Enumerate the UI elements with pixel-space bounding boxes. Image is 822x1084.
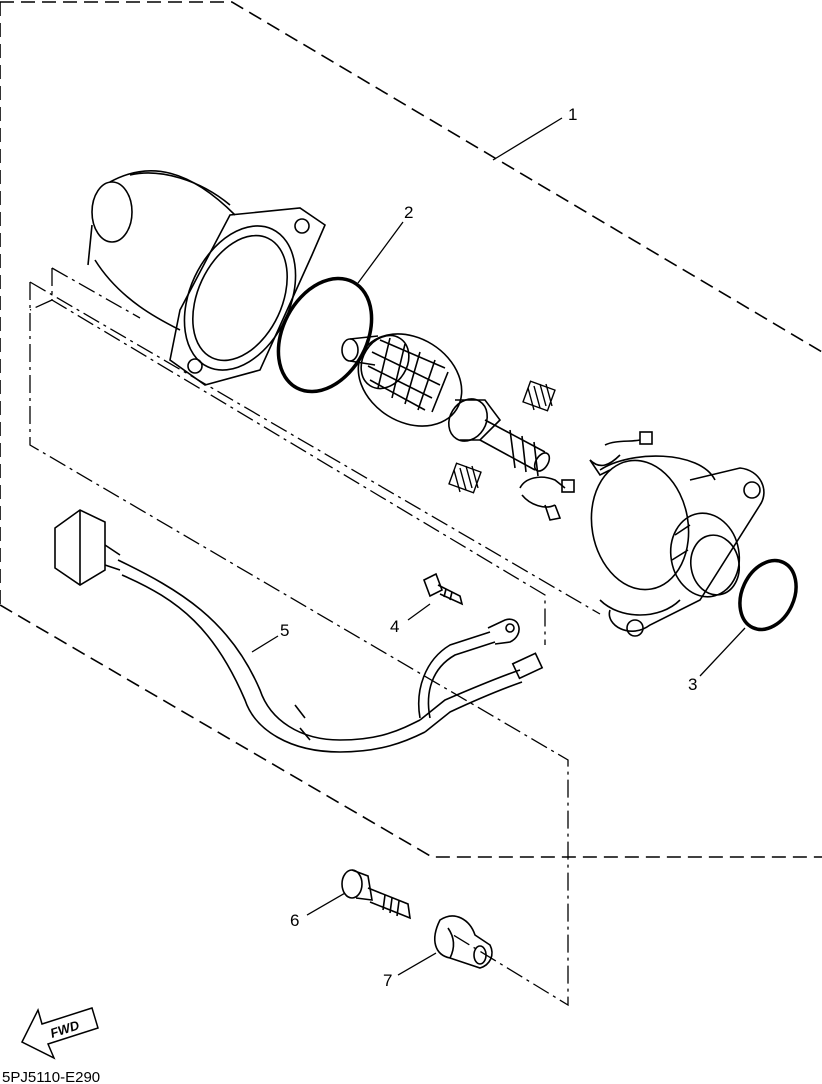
leader-lines — [251, 117, 746, 976]
callout-2: 2 — [404, 203, 413, 222]
motor-yoke — [87, 170, 326, 386]
brush-spring — [522, 380, 556, 412]
bolt-6 — [341, 869, 411, 920]
callout-6: 6 — [290, 911, 299, 930]
screw-4 — [422, 572, 464, 606]
figure-code: 5PJ5110-E290 — [2, 1069, 100, 1084]
callout-5: 5 — [280, 621, 289, 640]
subassembly-box — [29, 267, 601, 1007]
callout-7: 7 — [383, 971, 392, 990]
lead-wire-5 — [54, 509, 544, 753]
brush — [519, 476, 575, 521]
armature — [341, 333, 551, 477]
callout-1: 1 — [568, 105, 577, 124]
brush — [589, 431, 653, 477]
callout-3: 3 — [688, 675, 697, 694]
brush-spring — [448, 462, 482, 494]
collar-7 — [434, 915, 493, 969]
o-ring-3 — [738, 558, 798, 632]
fwd-arrow-icon — [20, 1007, 99, 1060]
assembly-boundary — [0, 1, 822, 858]
callout-4: 4 — [390, 617, 399, 636]
front-cover — [590, 455, 765, 637]
